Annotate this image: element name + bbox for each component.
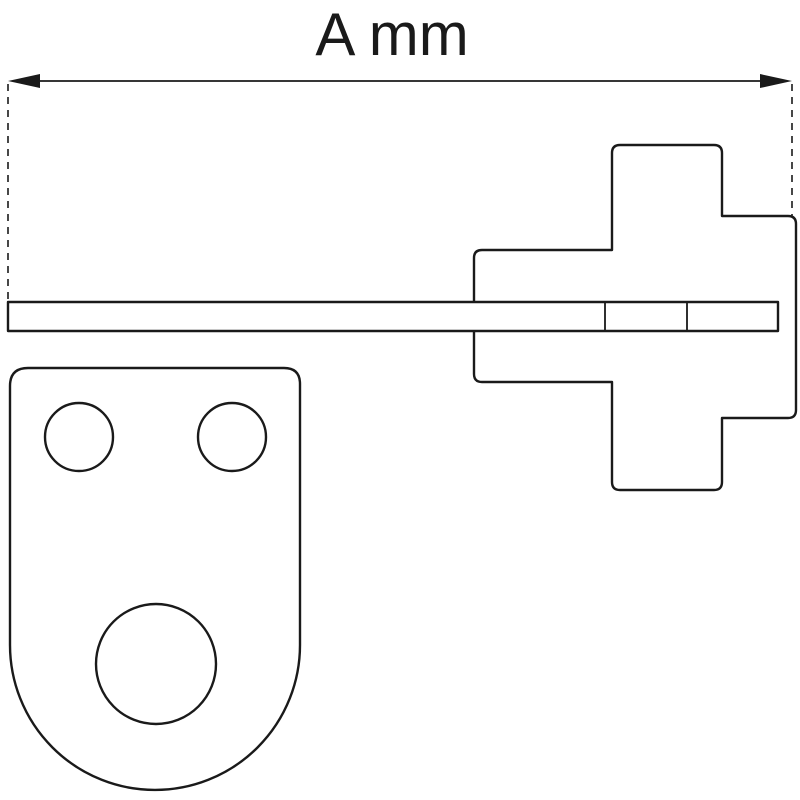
large-hole xyxy=(94,602,218,726)
mounting-bracket xyxy=(8,366,302,792)
flat-bar xyxy=(6,300,780,333)
right-arrowhead xyxy=(760,74,792,88)
small-hole-left xyxy=(43,401,115,473)
left-arrowhead xyxy=(8,74,40,88)
dimension-line xyxy=(8,74,792,88)
dimension-label: A mm xyxy=(315,1,468,68)
small-hole-right xyxy=(196,401,268,473)
